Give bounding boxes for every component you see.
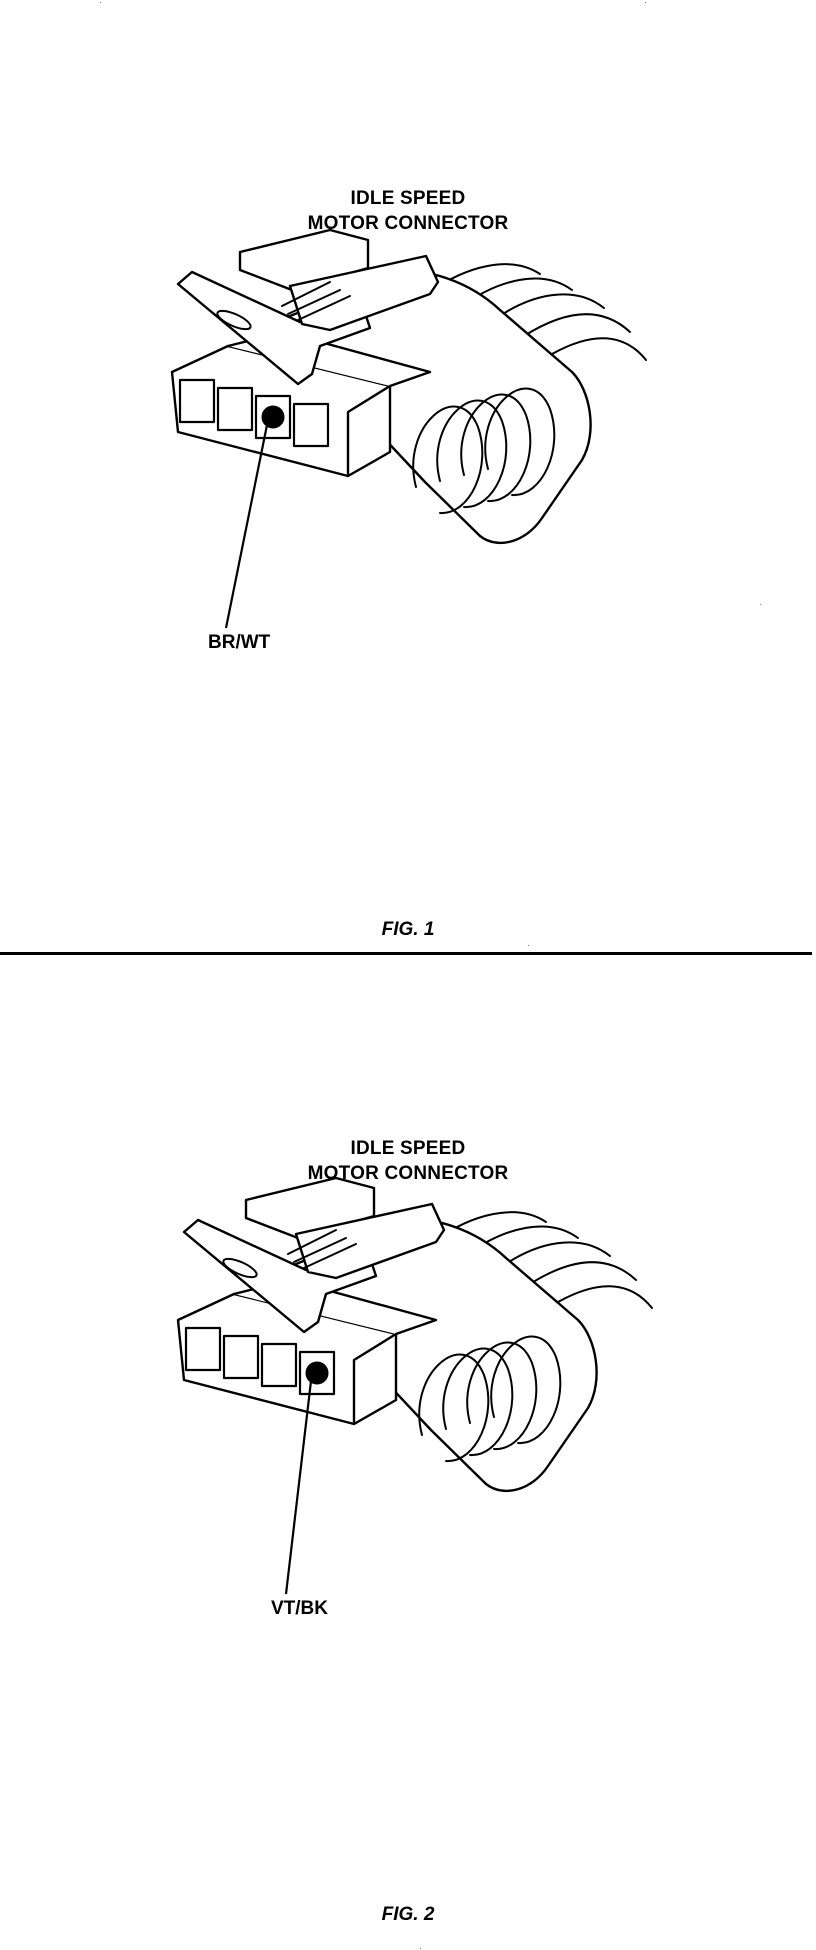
- figure-1-title-line-2: MOTOR CONNECTOR: [307, 213, 509, 234]
- figure-2-title-line-1: IDLE SPEED: [350, 1138, 466, 1159]
- latch-lower-arm: [294, 1202, 446, 1280]
- scan-speck: [528, 945, 529, 946]
- wire-seal-loop: [484, 387, 556, 497]
- highlighted-terminal-pin: [261, 405, 285, 429]
- latch-ribs: [281, 281, 351, 321]
- scan-speck: [645, 2, 646, 3]
- wire-seal-loop: [460, 393, 532, 503]
- figure-divider: [0, 952, 812, 955]
- wire-seal-loop: [466, 1341, 538, 1451]
- wire-strand: [523, 313, 631, 337]
- wire-strand: [499, 1241, 611, 1269]
- wire-strand: [557, 1285, 653, 1309]
- scan-speck: [420, 1948, 421, 1949]
- terminal-cavity: [260, 1342, 298, 1388]
- terminal-cavity: [178, 378, 216, 424]
- latch-lower-arm: [288, 254, 440, 332]
- wire-seal-loop: [412, 405, 484, 515]
- wire-seal-loop: [442, 1347, 514, 1457]
- terminal-cavity: [184, 1326, 222, 1372]
- callout-leader-line: [284, 1380, 313, 1595]
- terminal-cavity: [216, 386, 254, 432]
- figure-1-title-line-1: IDLE SPEED: [350, 188, 466, 209]
- wire-strand: [529, 1261, 637, 1285]
- terminal-cavity: [292, 402, 330, 448]
- latch-release-slot: [216, 309, 252, 331]
- locking-latch: [176, 270, 372, 386]
- wire-seal-loop: [418, 1353, 490, 1463]
- wire-seal-loop: [436, 399, 508, 509]
- connector-front-edge: [352, 1332, 398, 1426]
- wire-seal-loop: [490, 1335, 562, 1445]
- latch-ribs: [287, 1229, 357, 1269]
- connector-rear-housing: [273, 270, 592, 545]
- figure-1-title: IDLE SPEED MOTOR CONNECTOR: [0, 186, 816, 236]
- highlighted-terminal-pin: [305, 1361, 329, 1385]
- connector-rear-housing: [279, 1218, 598, 1493]
- figure-1-wire-callout: BR/WT: [208, 632, 271, 653]
- figure-1-connector-illustration: [170, 228, 647, 629]
- scan-speck: [100, 2, 101, 3]
- terminal-cavity: [222, 1334, 260, 1380]
- scan-speck: [760, 604, 761, 605]
- figure-2-title-line-2: MOTOR CONNECTOR: [307, 1163, 509, 1184]
- callout-leader-line: [224, 424, 269, 629]
- figure-2-title: IDLE SPEED MOTOR CONNECTOR: [0, 1136, 816, 1186]
- wire-strand: [493, 293, 605, 321]
- figure-2-connector-illustration: [176, 1176, 653, 1595]
- figure-2-wire-callout: VT/BK: [271, 1598, 328, 1619]
- figure-2-label: FIG. 2: [381, 1904, 435, 1925]
- wire-strand: [551, 337, 647, 361]
- locking-latch: [182, 1218, 378, 1334]
- connector-front-edge: [346, 384, 392, 478]
- figure-1-label: FIG. 1: [381, 919, 435, 940]
- latch-release-slot: [222, 1257, 258, 1279]
